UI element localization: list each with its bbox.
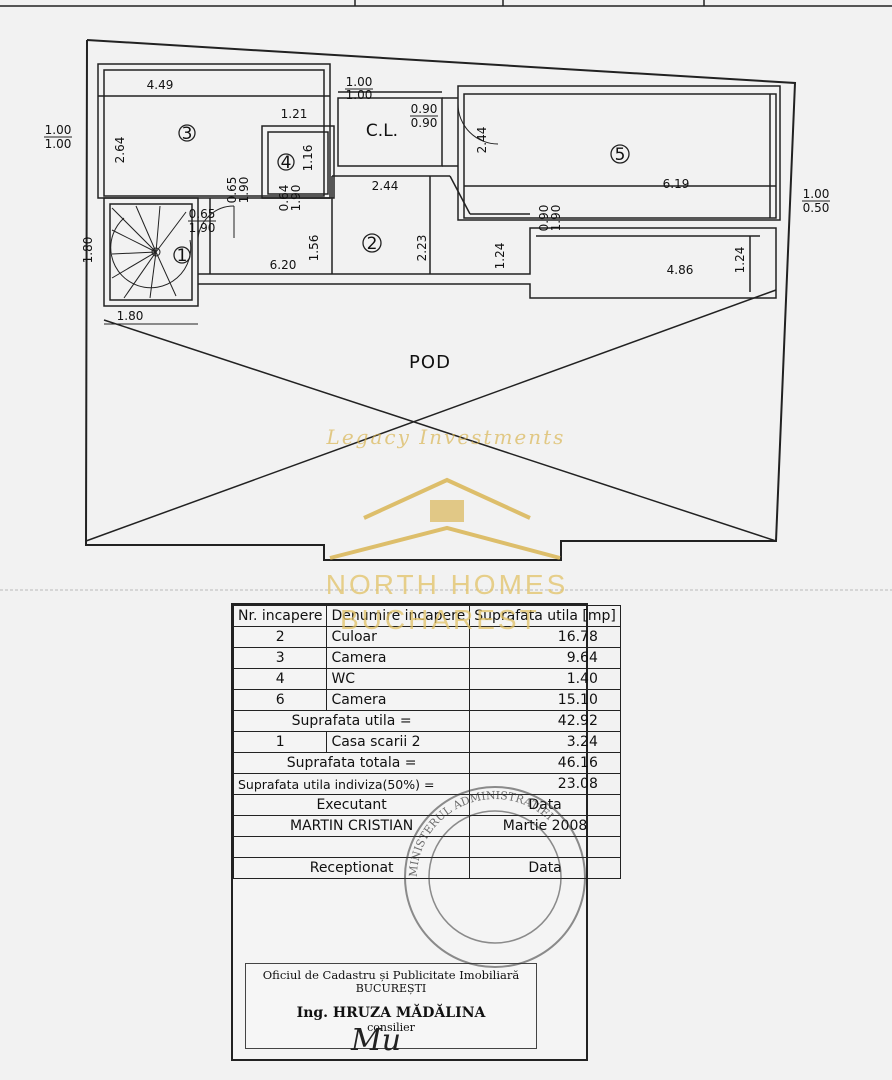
executant-row: MARTIN CRISTIAN Martie 2008 <box>232 815 621 837</box>
stamp-engineer: Ing. HRUZA MĂDĂLINA <box>296 1005 486 1021</box>
dim-label: 1.00 <box>45 137 72 151</box>
row-name: Camera <box>326 689 471 711</box>
dim-label: 1.16 <box>301 145 315 172</box>
dim-label: 1.00 <box>45 123 72 137</box>
row-area: 9.64 <box>469 647 621 669</box>
dim-label: 2.23 <box>415 235 429 262</box>
stair-name: Casa scarii 2 <box>326 731 471 753</box>
dim-label: 4.86 <box>667 263 694 277</box>
table-row: 2 Culoar 16.78 <box>232 626 621 648</box>
total-value: 46.16 <box>469 752 621 774</box>
dim-label: 1.90 <box>289 185 303 212</box>
round-stamp-text: MINISTERUL ADMINISTRATIEI <box>407 789 556 877</box>
dim-label: 4.49 <box>147 78 174 92</box>
row-area: 16.78 <box>469 626 621 648</box>
row-nr: 3 <box>232 647 328 669</box>
util-row: Suprafata utila = 42.92 <box>232 710 621 732</box>
dim-label: 1.90 <box>189 221 216 235</box>
dim-label: 2.64 <box>113 137 127 164</box>
dim-label: 0.90 <box>411 116 438 130</box>
util-label: Suprafata utila = <box>232 710 471 732</box>
executant-label: Executant <box>232 794 471 816</box>
total-row: Suprafata totala = 46.16 <box>232 752 621 774</box>
watermark-line2: BUCHAREST <box>340 604 540 635</box>
watermark: Legacy Investments NORTH HOMES <box>326 425 569 600</box>
stamp-office: Oficiul de Cadastru și Publicitate Imobi… <box>262 968 520 982</box>
spiral-stair-icon <box>110 205 192 299</box>
dim-label: 6.20 <box>270 258 297 272</box>
dim-label: 0.90 <box>537 205 551 232</box>
dim-label: 1.80 <box>81 237 95 264</box>
room-1-label: 1 <box>177 246 188 266</box>
stair-core-label: C.L. <box>366 121 398 141</box>
watermark-line1: NORTH HOMES <box>326 569 569 600</box>
dim-label: 0.90 <box>411 102 438 116</box>
stair-row: 1 Casa scarii 2 3.24 <box>232 731 621 753</box>
util-value: 42.92 <box>469 710 621 732</box>
signature-space-row <box>232 836 621 858</box>
attic-label: POD <box>409 352 451 373</box>
room-5-circle <box>610 144 630 164</box>
row-area: 1.40 <box>469 668 621 690</box>
room-3-label: 3 <box>182 124 193 144</box>
header-nr: Nr. incapere <box>232 605 328 627</box>
door-arcs <box>197 103 499 239</box>
room-2-circle <box>362 233 382 253</box>
dim-label: 1.00 <box>346 75 373 89</box>
receptionat-label: Receptionat <box>232 857 471 879</box>
round-stamp: MINISTERUL ADMINISTRATIEI <box>404 786 586 968</box>
stair-value: 3.24 <box>469 731 621 753</box>
dim-label: 1.00 <box>803 187 830 201</box>
row-nr: 4 <box>232 668 328 690</box>
stamp-role: consilier <box>367 1021 415 1034</box>
signature: Mu <box>351 1023 402 1058</box>
house-logo-icon <box>329 477 561 560</box>
dim-label: 1.00 <box>346 88 373 102</box>
official-stamp: Oficiul de Cadastru și Publicitate Imobi… <box>245 963 537 1049</box>
table-row: 6 Camera 15.10 <box>232 689 621 711</box>
dim-label: 0.50 <box>803 201 830 215</box>
dim-label: 6.19 <box>663 177 690 191</box>
dim-label: 0.65 <box>225 177 239 204</box>
dimension-labels: 4.49 2.64 1.00 1.00 1.00 1.00 1.21 1.16 … <box>44 75 830 325</box>
table-row: 3 Camera 9.64 <box>232 647 621 669</box>
total-label: Suprafata totala = <box>232 752 471 774</box>
executant-name: MARTIN CRISTIAN <box>232 815 471 837</box>
room-walls <box>97 63 781 307</box>
room-4-circle <box>277 153 295 171</box>
row-name: Camera <box>326 647 471 669</box>
dim-label: 1.24 <box>733 247 747 274</box>
dim-label: 2.44 <box>475 127 489 154</box>
dim-label: 1.21 <box>281 107 308 121</box>
attic-outline <box>84 39 797 561</box>
dim-label: 1.56 <box>307 235 321 262</box>
floor-plan: 3 4 5 2 1 C.L. POD 4.49 2.64 1.00 1.00 1… <box>0 0 892 600</box>
dim-label: 1.90 <box>549 205 563 232</box>
watermark-script-text: Legacy Investments <box>326 425 566 449</box>
row-nr: 6 <box>232 689 328 711</box>
dim-label: 0.64 <box>277 185 291 212</box>
room-4-label: 4 <box>281 153 292 173</box>
room-3-circle <box>178 124 196 142</box>
dim-label: 1.80 <box>117 309 144 323</box>
table-row: 4 WC 1.40 <box>232 668 621 690</box>
attic-cross-lines <box>85 289 777 542</box>
dim-label: 1.24 <box>493 243 507 270</box>
header-name: Denumire incapere <box>326 605 471 627</box>
row-name: WC <box>326 668 471 690</box>
room-1-circle <box>173 246 191 264</box>
room-5-label: 5 <box>615 145 626 165</box>
row-nr: 2 <box>232 626 328 648</box>
dim-label: 1.90 <box>237 177 251 204</box>
row-area: 15.10 <box>469 689 621 711</box>
room-2-label: 2 <box>367 234 378 254</box>
dim-label: 0.65 <box>189 207 216 221</box>
stair-nr: 1 <box>232 731 328 753</box>
dim-label: 2.44 <box>372 179 399 193</box>
executant-header-row: Executant Data <box>232 794 621 816</box>
stamp-city: BUCUREȘTI <box>355 982 427 995</box>
